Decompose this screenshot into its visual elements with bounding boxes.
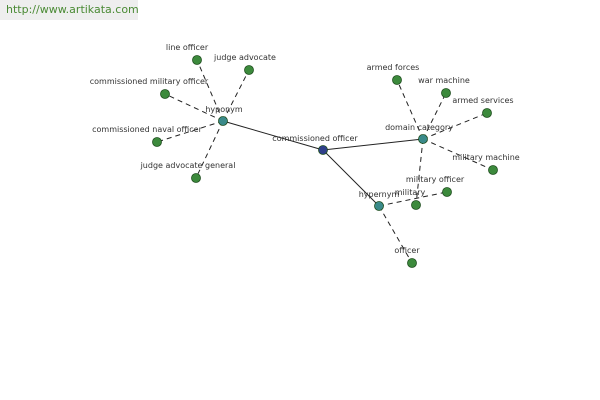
edges-layer bbox=[156, 59, 494, 264]
site-url-link[interactable]: http://www.artikata.com bbox=[6, 3, 139, 16]
leaf-label-military-machine[interactable]: military machine bbox=[452, 153, 520, 162]
leaf-node-military-machine[interactable] bbox=[488, 165, 498, 175]
leaf-label-line-officer[interactable]: line officer bbox=[166, 43, 209, 52]
leaf-node-armed-services[interactable] bbox=[482, 108, 492, 118]
leaf-node-judge-advocate-general[interactable] bbox=[191, 173, 201, 183]
leaf-label-military-officer[interactable]: military officer bbox=[406, 175, 465, 184]
edge-center-hyponym bbox=[222, 120, 324, 151]
edge-hyponym-judge-advocate bbox=[222, 69, 250, 122]
relation-node-hypernym[interactable] bbox=[374, 201, 384, 211]
leaf-node-officer[interactable] bbox=[407, 258, 417, 268]
relation-label-domain-category[interactable]: domain category bbox=[385, 123, 453, 132]
relation-label-hyponym[interactable]: hyponym bbox=[205, 105, 243, 114]
edge-hypernym-military-officer bbox=[378, 191, 448, 207]
edge-hyponym-commissioned-naval-officer bbox=[156, 120, 224, 143]
edge-domain-category-armed-forces bbox=[396, 79, 424, 140]
edge-domain-category-military-machine bbox=[422, 138, 494, 171]
leaf-label-commissioned-naval-officer[interactable]: commissioned naval officer bbox=[92, 125, 202, 134]
edge-domain-category-war-machine bbox=[422, 92, 447, 140]
leaf-label-commissioned-military-officer[interactable]: commissioned military officer bbox=[90, 77, 209, 86]
leaf-label-armed-forces[interactable]: armed forces bbox=[367, 63, 420, 72]
edge-hyponym-commissioned-military-officer bbox=[164, 93, 224, 122]
edge-domain-category-military bbox=[415, 138, 424, 206]
edge-hypernym-officer bbox=[378, 205, 413, 264]
relation-node-hyponym[interactable] bbox=[218, 116, 228, 126]
labels-layer: commissioned officer hyponym line officer j… bbox=[90, 43, 520, 255]
leaf-node-military-officer[interactable] bbox=[442, 187, 452, 197]
leaf-label-war-machine[interactable]: war machine bbox=[418, 76, 470, 85]
center-node[interactable] bbox=[318, 145, 328, 155]
edge-center-domain-category bbox=[322, 138, 424, 151]
leaf-node-military[interactable] bbox=[411, 200, 421, 210]
leaf-node-commissioned-naval-officer[interactable] bbox=[152, 137, 162, 147]
leaf-node-judge-advocate[interactable] bbox=[244, 65, 254, 75]
edge-hyponym-judge-advocate-general bbox=[195, 120, 224, 179]
url-banner: http://www.artikata.com bbox=[0, 0, 139, 20]
leaf-label-military[interactable]: military bbox=[395, 188, 426, 197]
leaf-label-officer[interactable]: officer bbox=[394, 246, 420, 255]
edge-domain-category-armed-services bbox=[422, 112, 488, 140]
leaf-label-armed-services[interactable]: armed services bbox=[452, 96, 513, 105]
leaf-node-line-officer[interactable] bbox=[192, 55, 202, 65]
center-node-label[interactable]: commissioned officer bbox=[272, 134, 358, 143]
leaf-label-judge-advocate-general[interactable]: judge advocate general bbox=[140, 161, 236, 170]
nodes-layer bbox=[152, 55, 498, 268]
edge-hyponym-line-officer bbox=[196, 59, 224, 122]
edge-center-hypernym bbox=[322, 149, 380, 207]
relation-node-domain-category[interactable] bbox=[418, 134, 428, 144]
leaf-label-judge-advocate[interactable]: judge advocate bbox=[213, 53, 276, 62]
leaf-node-commissioned-military-officer[interactable] bbox=[160, 89, 170, 99]
leaf-node-war-machine[interactable] bbox=[441, 88, 451, 98]
leaf-node-armed-forces[interactable] bbox=[392, 75, 402, 85]
relation-label-hypernym[interactable]: hypernym bbox=[359, 190, 400, 199]
